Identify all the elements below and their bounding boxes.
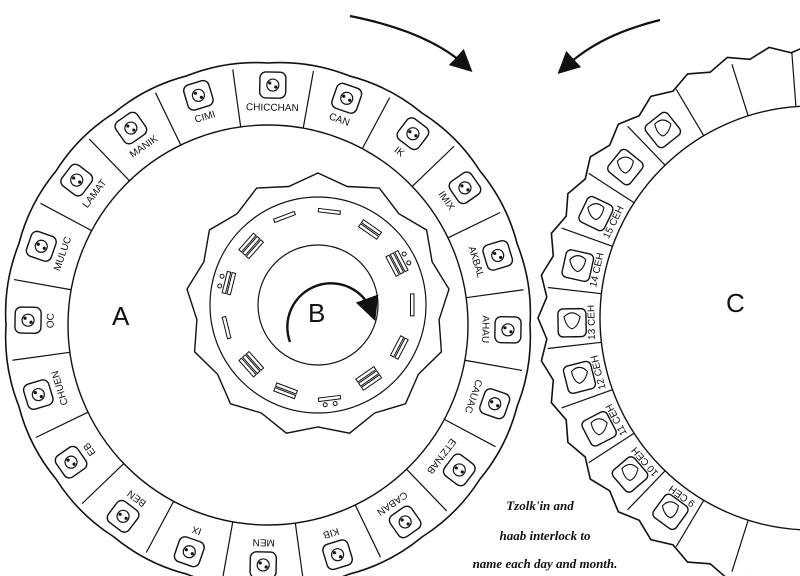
- day-name-label: KIB: [321, 525, 340, 540]
- month-glyph: 10 CEH: [610, 444, 661, 494]
- numeral-mark: [318, 208, 340, 214]
- month-glyph: 12 CEH: [562, 354, 608, 394]
- wheel-a-divider: [233, 69, 241, 126]
- numeral-mark: [216, 270, 235, 295]
- numeral-mark: [390, 336, 408, 359]
- wheel-a-divider: [412, 146, 454, 186]
- day-glyph: IX: [173, 523, 206, 568]
- wheel-c-divider: [732, 520, 748, 571]
- day-glyph: CIMI: [182, 79, 217, 126]
- wheel-a-divider: [362, 98, 389, 149]
- wheel-a-divider: [41, 203, 92, 230]
- wheel-a-divider: [82, 464, 124, 504]
- month-glyph: 13 CEH: [558, 305, 598, 340]
- wheel-a-divider: [448, 212, 500, 237]
- day-glyph: MANIK: [113, 110, 161, 161]
- wheel-a-dividers: [12, 69, 523, 576]
- day-name-label: IX: [190, 523, 203, 537]
- day-glyph: CAUAC: [462, 378, 511, 420]
- rotation-arrow-left: [350, 16, 466, 66]
- day-glyph: CABAN: [375, 489, 424, 540]
- day-glyph: CHUEN: [22, 369, 71, 411]
- wheel-a-divider: [14, 280, 71, 290]
- wheel-a-outer-edge: [6, 63, 531, 576]
- day-name-label: CAN: [327, 111, 351, 128]
- month-glyph: [643, 110, 682, 149]
- wheel-c-divider: [548, 342, 602, 348]
- wheel-c-divider: [792, 53, 796, 107]
- numeral-mark: [222, 317, 231, 339]
- rotation-arrow-b: [287, 283, 372, 342]
- numeral-mark: [356, 367, 382, 391]
- wheel-a-divider: [465, 360, 522, 370]
- numeral-mark: [359, 220, 382, 239]
- day-glyph: LAMAT: [58, 162, 109, 210]
- day-name-label: IK: [392, 145, 406, 160]
- numeral-mark: [318, 395, 341, 407]
- numeral-mark: [239, 233, 264, 258]
- wheel-c-label: C: [726, 288, 745, 318]
- wheel-c-divider: [548, 287, 602, 293]
- day-glyph: MULUC: [25, 230, 74, 273]
- day-name-label: EB: [81, 440, 98, 458]
- wheel-a-divider: [295, 523, 303, 576]
- day-glyph: MEN: [250, 536, 276, 576]
- day-glyph: EB: [53, 440, 98, 480]
- numeral-mark: [274, 211, 296, 222]
- rotation-arrow-right: [564, 20, 660, 68]
- day-glyph: CAN: [327, 82, 363, 129]
- numeral-mark: [274, 383, 298, 399]
- day-glyph: OC: [15, 307, 57, 333]
- day-name-label: MEN: [253, 536, 275, 547]
- day-glyph: CHICCHAN: [246, 72, 299, 114]
- wheel-a-label: A: [112, 301, 130, 331]
- wheel-b-label: B: [308, 298, 325, 328]
- day-name-label: AHAU: [479, 315, 491, 343]
- caption-line-2: haab interlock to: [499, 528, 591, 543]
- day-glyph: IMIX: [436, 170, 483, 213]
- wheel-a-divider: [36, 412, 88, 437]
- caption-line-3: name each day and month.: [473, 556, 618, 571]
- caption-line-1: Tzolk'in and: [506, 498, 574, 513]
- wheel-a-divider: [355, 505, 380, 557]
- numeral-mark: [239, 352, 264, 377]
- wheel-a-divider: [12, 352, 69, 360]
- wheel-a-divider: [89, 139, 129, 181]
- wheel-c-divider: [732, 64, 748, 115]
- month-glyph: 15 CEH: [577, 195, 626, 241]
- day-name-label: CIMI: [193, 109, 216, 126]
- day-name-label: OC: [45, 313, 56, 328]
- day-glyph: AHAU: [479, 315, 521, 343]
- day-name-label: CHICCHAN: [246, 102, 299, 114]
- numeral-mark: [410, 294, 414, 316]
- day-glyph: AKBAL: [466, 239, 514, 279]
- caption: Tzolk'in and haab interlock to name each…: [473, 498, 618, 571]
- day-glyph: IK: [392, 115, 431, 159]
- wheel-a-divider: [146, 501, 173, 552]
- month-glyph: 14 CEH: [561, 249, 607, 288]
- numeral-mark: [386, 248, 413, 277]
- day-glyph: BEN: [105, 487, 149, 534]
- wheel-a-divider: [303, 71, 313, 128]
- day-glyph: KIB: [321, 525, 354, 571]
- wheel-a-divider: [155, 93, 180, 145]
- month-glyph: [606, 147, 645, 186]
- wheel-a-divider: [466, 290, 523, 298]
- wheel-a-divider: [407, 469, 447, 511]
- month-day-label: 13 CEH: [586, 305, 598, 340]
- wheel-a-divider: [223, 522, 233, 576]
- day-glyph: ETZ'NAB: [424, 436, 478, 488]
- month-glyph: 9 CEH: [651, 482, 697, 531]
